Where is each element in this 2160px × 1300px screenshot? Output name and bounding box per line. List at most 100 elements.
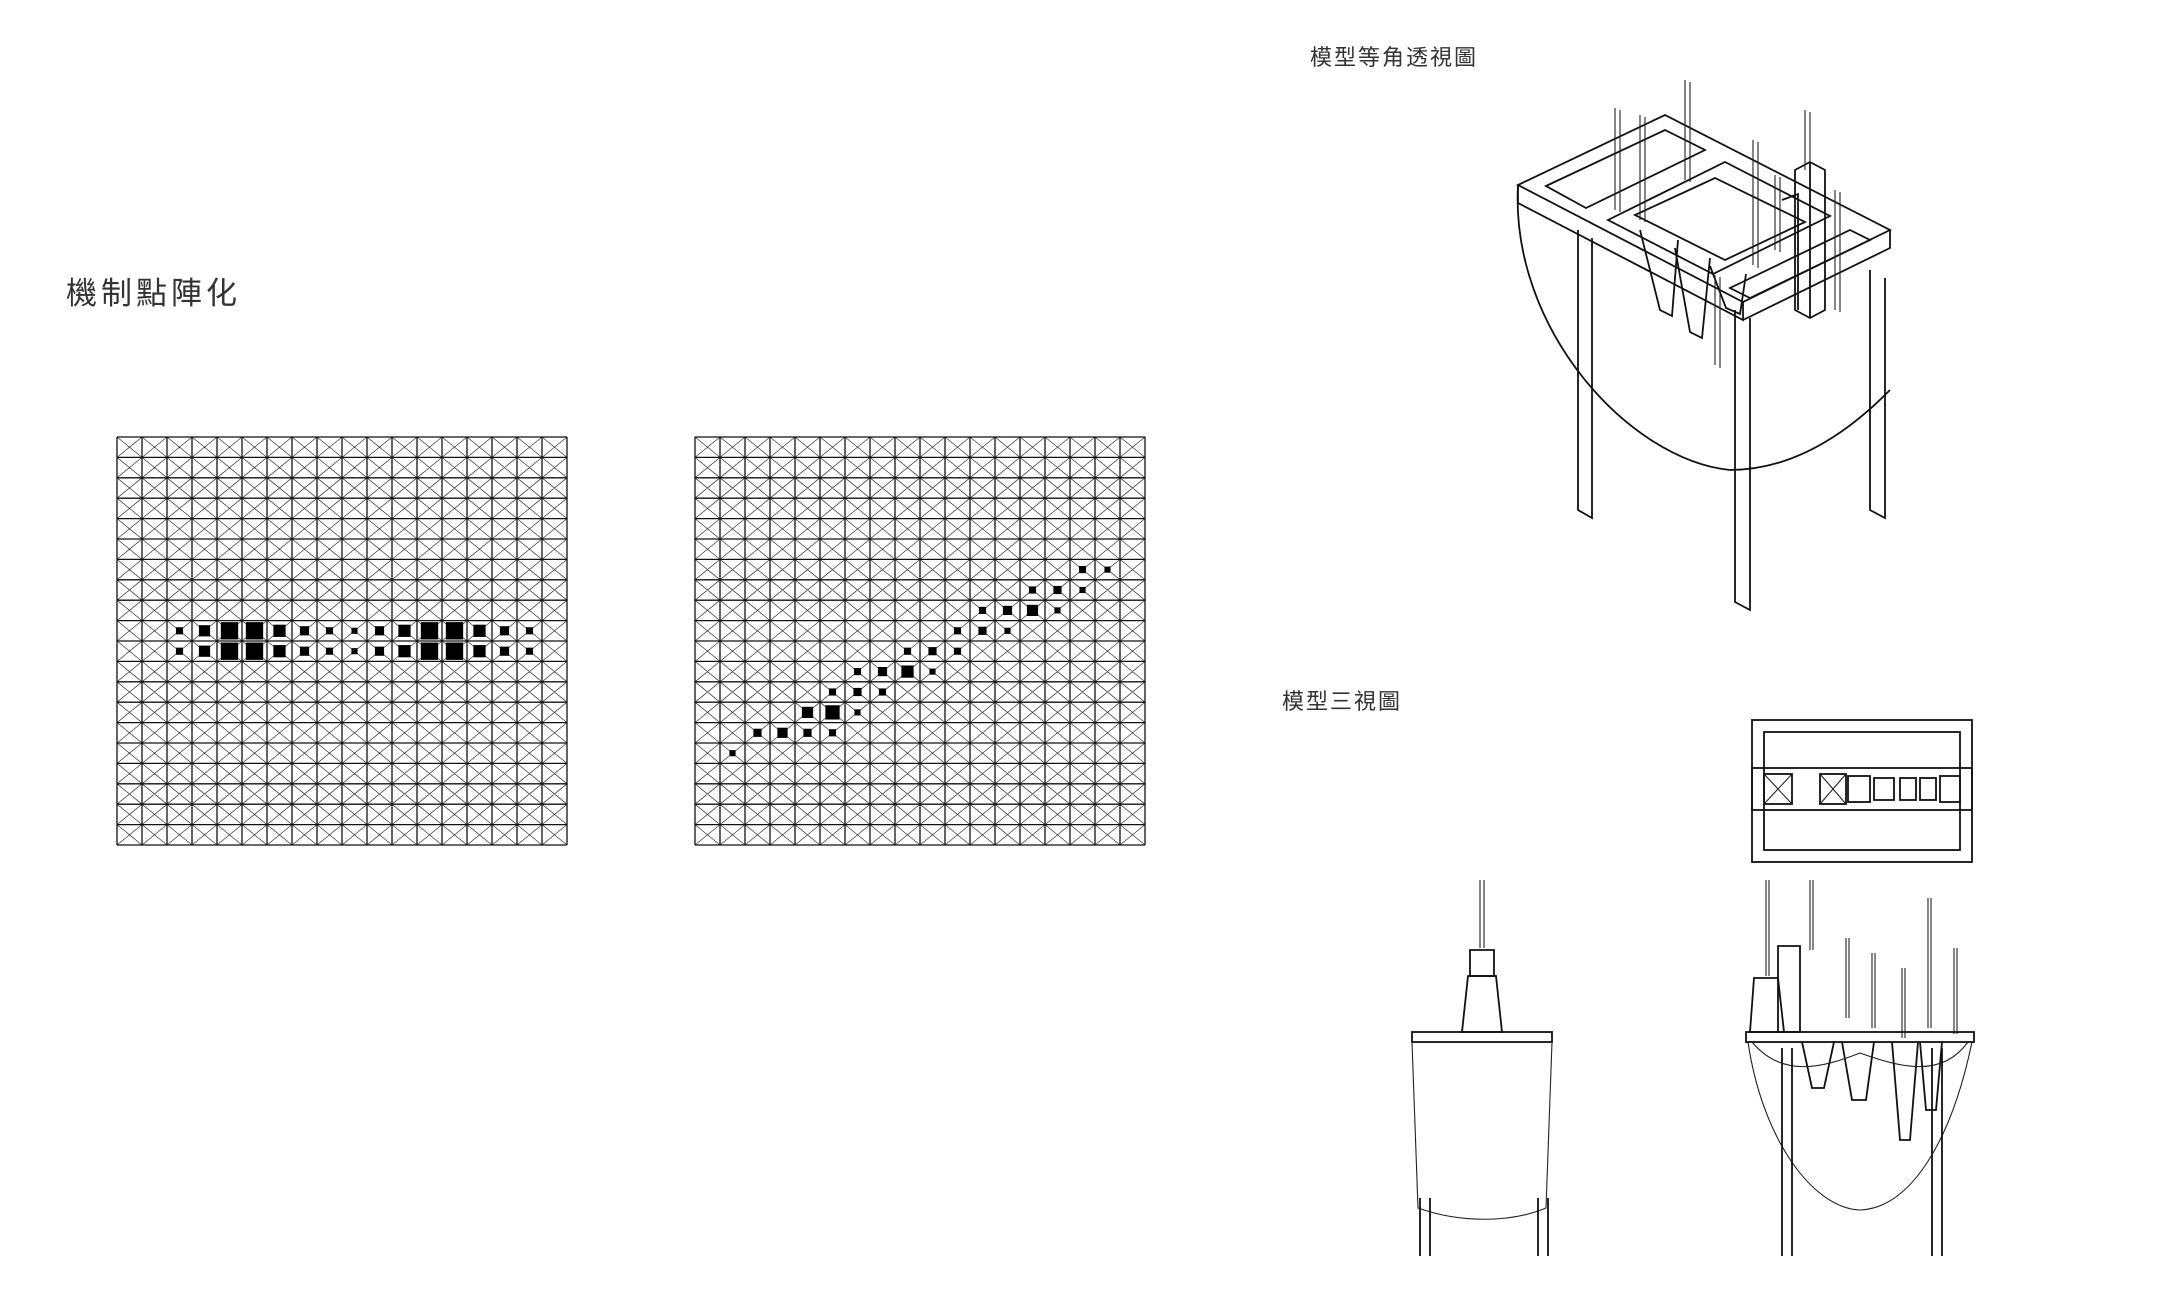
central-beam — [1632, 177, 1808, 262]
dot-mark — [729, 750, 736, 757]
dot-mark — [1028, 586, 1037, 594]
side-tower-top — [1469, 949, 1495, 977]
front-cone-left — [1749, 977, 1786, 1033]
rod-6 — [1804, 110, 1811, 170]
dot-mark — [445, 622, 464, 640]
dot-mark — [220, 622, 239, 640]
frame-opening-2 — [1606, 160, 1832, 276]
dot-mark — [803, 728, 812, 737]
front-rod-3 — [1845, 938, 1850, 1018]
front-cone-c — [1891, 1041, 1919, 1141]
dot-mark — [220, 642, 239, 660]
dot-mark — [198, 645, 211, 657]
front-cone-b — [1841, 1041, 1875, 1101]
dot-mark — [351, 627, 358, 634]
tower — [1794, 160, 1826, 320]
leg-back-right — [1869, 270, 1886, 520]
dot-mark — [273, 645, 286, 658]
frame-top-sides — [1517, 185, 1891, 322]
dot-mark — [175, 647, 184, 655]
front-membrane-inner — [1751, 1041, 1969, 1068]
tower-side — [1781, 192, 1799, 310]
rod-5 — [1774, 175, 1781, 252]
dot-mark — [525, 647, 534, 655]
dot-mark — [1104, 566, 1111, 573]
side-elevation-view — [1411, 880, 1553, 1256]
front-rod-6 — [1927, 898, 1932, 1028]
front-membrane — [1747, 1041, 1973, 1211]
dot-mark — [1054, 607, 1061, 614]
dot-mark — [901, 665, 914, 678]
dot-mark — [499, 646, 510, 656]
dot-mark — [878, 688, 887, 696]
side-legs — [1419, 1198, 1549, 1256]
cone-3 — [1709, 265, 1747, 316]
dot-mark — [398, 645, 411, 658]
leg-front-left — [1577, 230, 1593, 520]
dot-mark — [928, 647, 937, 656]
dot-mark — [325, 627, 334, 635]
dot-mark — [420, 642, 439, 660]
frame-opening-1 — [1544, 128, 1708, 210]
side-cone — [1460, 975, 1504, 1033]
dot-mark — [1002, 605, 1013, 615]
rod-4 — [1752, 140, 1759, 268]
leg-front-right — [1734, 310, 1751, 612]
dot-mark — [299, 626, 310, 636]
dot-mark — [325, 647, 334, 655]
dot-mark — [374, 626, 385, 636]
three-view-title: 模型三視圖 — [1282, 690, 1403, 715]
dot-mark — [978, 626, 987, 635]
dot-mark — [953, 627, 962, 635]
front-rod-7 — [1953, 948, 1958, 1034]
front-elevation-view — [1745, 880, 1975, 1256]
rod-3 — [1639, 115, 1646, 222]
main-title: 機制點陣化 — [66, 276, 241, 312]
frame-opening-3 — [1727, 228, 1873, 300]
dot-mark — [978, 606, 987, 614]
dot-mark — [828, 688, 837, 696]
dot-mark — [825, 705, 840, 720]
dot-mark — [273, 624, 286, 637]
dot-mark — [245, 642, 264, 660]
dot-mark — [1026, 604, 1039, 617]
dot-mark — [801, 706, 814, 719]
cone-1 — [1639, 229, 1679, 318]
dot-mark — [299, 646, 310, 656]
dot-mark — [929, 668, 936, 675]
side-rod — [1479, 880, 1485, 948]
front-cone-a — [1801, 1041, 1835, 1089]
front-top-bar — [1745, 1031, 1975, 1043]
dot-mark — [953, 647, 962, 655]
frame-top-outer — [1515, 113, 1893, 304]
isometric-model-drawing — [1515, 80, 1893, 612]
dot-mark — [1053, 585, 1062, 595]
cone-2 — [1674, 247, 1711, 340]
front-rod-1 — [1765, 880, 1770, 976]
dot-matrix-grid-diagonal — [694, 436, 1146, 846]
grid-lines — [694, 436, 1146, 846]
dot-mark — [877, 667, 888, 677]
front-tower — [1777, 945, 1801, 1033]
dot-mark — [473, 645, 486, 658]
dot-mark — [374, 646, 385, 656]
rod-1 — [1684, 80, 1691, 182]
dot-mark — [1078, 566, 1087, 574]
grid-diagonals — [116, 436, 568, 846]
rod-7 — [1834, 190, 1841, 312]
dot-mark — [854, 709, 861, 716]
dot-mark — [1004, 627, 1011, 634]
dot-mark — [398, 624, 411, 637]
dot-mark — [1079, 586, 1086, 594]
front-rod-4 — [1871, 953, 1876, 1028]
rod-8 — [1714, 275, 1721, 368]
front-rod-2 — [1809, 880, 1814, 950]
dot-mark — [473, 624, 486, 637]
dot-mark — [828, 729, 837, 737]
dot-mark — [499, 626, 510, 636]
front-rod-5 — [1901, 968, 1906, 1038]
dot-mark — [351, 648, 358, 655]
rod-2 — [1614, 108, 1621, 212]
dot-mark — [753, 728, 762, 737]
dot-mark — [853, 687, 862, 697]
